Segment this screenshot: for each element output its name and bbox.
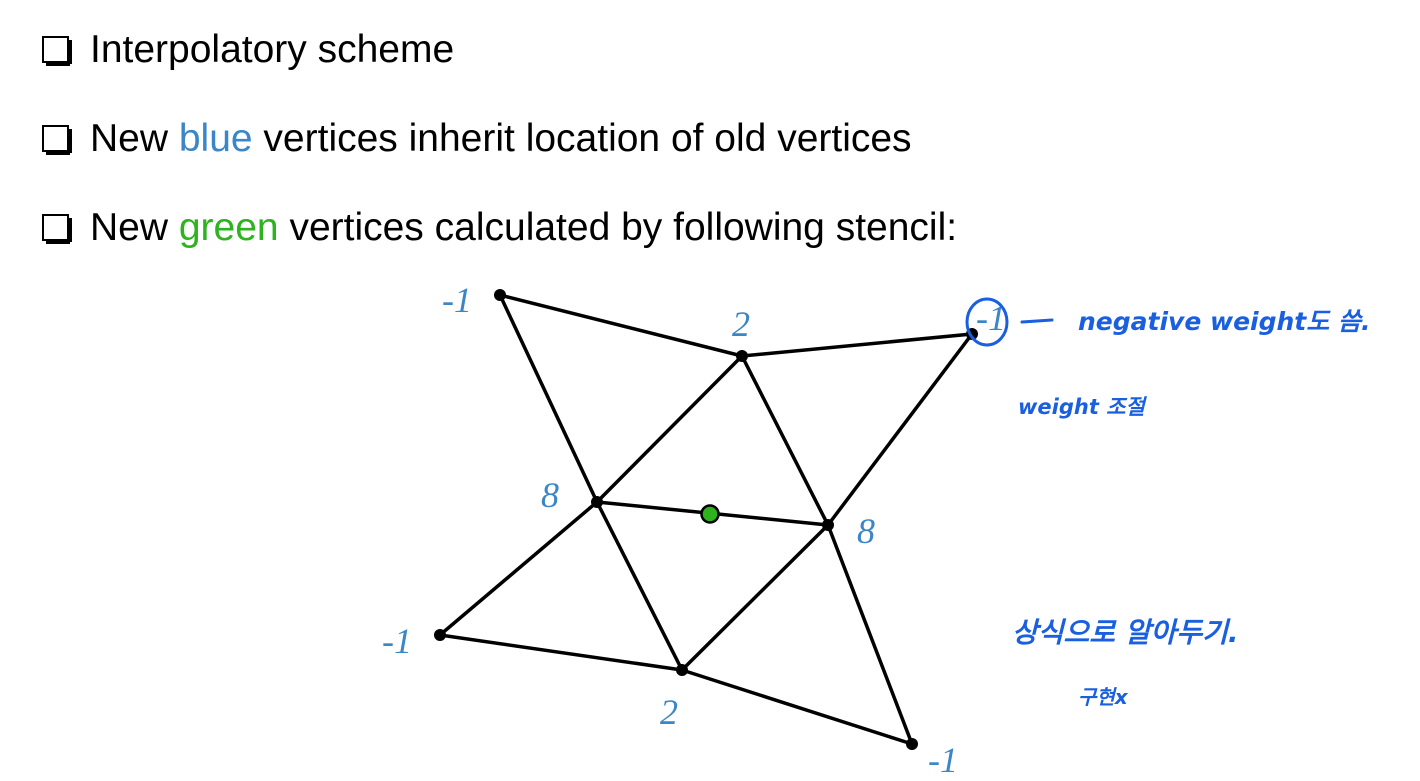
edge bbox=[680, 668, 914, 746]
annotation-no-implement: 구현x bbox=[1078, 685, 1129, 709]
checkbox-icon bbox=[42, 124, 72, 155]
weight-bottom-right: -1 bbox=[928, 740, 958, 780]
edge bbox=[498, 293, 744, 358]
weight-top-left: -1 bbox=[442, 280, 472, 320]
annotation-weight-adjust: weight 조절 bbox=[1018, 395, 1147, 419]
handwritten-annotations: negative weight도 씀. weight 조절 상식으로 알아두기.… bbox=[965, 297, 1370, 709]
annotation-common-knowledge: 상식으로 알아두기. bbox=[1012, 616, 1238, 649]
edge bbox=[740, 354, 830, 527]
edge bbox=[826, 523, 914, 746]
weight-bottom-left: -1 bbox=[382, 621, 412, 661]
edge bbox=[680, 523, 830, 672]
bullet-text-part: New bbox=[90, 116, 179, 160]
checkbox-icon bbox=[42, 213, 72, 244]
stencil-vertices bbox=[434, 289, 978, 750]
vertex-bottom-mid bbox=[676, 664, 688, 676]
edge bbox=[740, 332, 974, 358]
edge bbox=[595, 354, 744, 504]
vertex-left-mid bbox=[591, 496, 603, 508]
edge bbox=[498, 293, 599, 504]
vertex-top-left bbox=[494, 289, 506, 301]
vertex-right-mid bbox=[822, 519, 834, 531]
blue-word: blue bbox=[178, 116, 253, 160]
annotation-circle bbox=[965, 297, 1009, 347]
bullet-text-part: New bbox=[90, 205, 179, 249]
annotation-negative-weight: negative weight도 씀. bbox=[1078, 307, 1370, 336]
weight-right-mid: 8 bbox=[857, 511, 875, 551]
weight-bottom-mid: 2 bbox=[660, 692, 678, 732]
bullet-interpolatory: Interpolatory scheme bbox=[42, 18, 957, 80]
green-word: green bbox=[178, 205, 279, 249]
edge bbox=[438, 633, 684, 672]
vertex-top-mid bbox=[736, 350, 748, 362]
bullet-green-vertices: New green vertices calculated by followi… bbox=[42, 196, 957, 258]
weight-top-mid: 2 bbox=[732, 304, 750, 344]
bullet-list: Interpolatory scheme New blue vertices i… bbox=[42, 18, 957, 258]
weight-left-mid: 8 bbox=[541, 475, 559, 515]
bullet-text-part: vertices inherit location of old vertice… bbox=[252, 116, 912, 160]
annotation-dash bbox=[1020, 318, 1054, 324]
new-green-vertex bbox=[700, 504, 720, 524]
bullet-text-part: vertices calculated by following stencil… bbox=[278, 205, 958, 249]
edge bbox=[826, 332, 974, 527]
checkbox-icon bbox=[42, 35, 72, 66]
bullet-text: Interpolatory scheme bbox=[90, 27, 455, 71]
edge bbox=[438, 500, 599, 637]
vertex-bottom-left bbox=[434, 629, 446, 641]
bullet-blue-vertices: New blue vertices inherit location of ol… bbox=[42, 107, 957, 169]
edge bbox=[595, 500, 684, 672]
vertex-bottom-right bbox=[906, 738, 918, 750]
